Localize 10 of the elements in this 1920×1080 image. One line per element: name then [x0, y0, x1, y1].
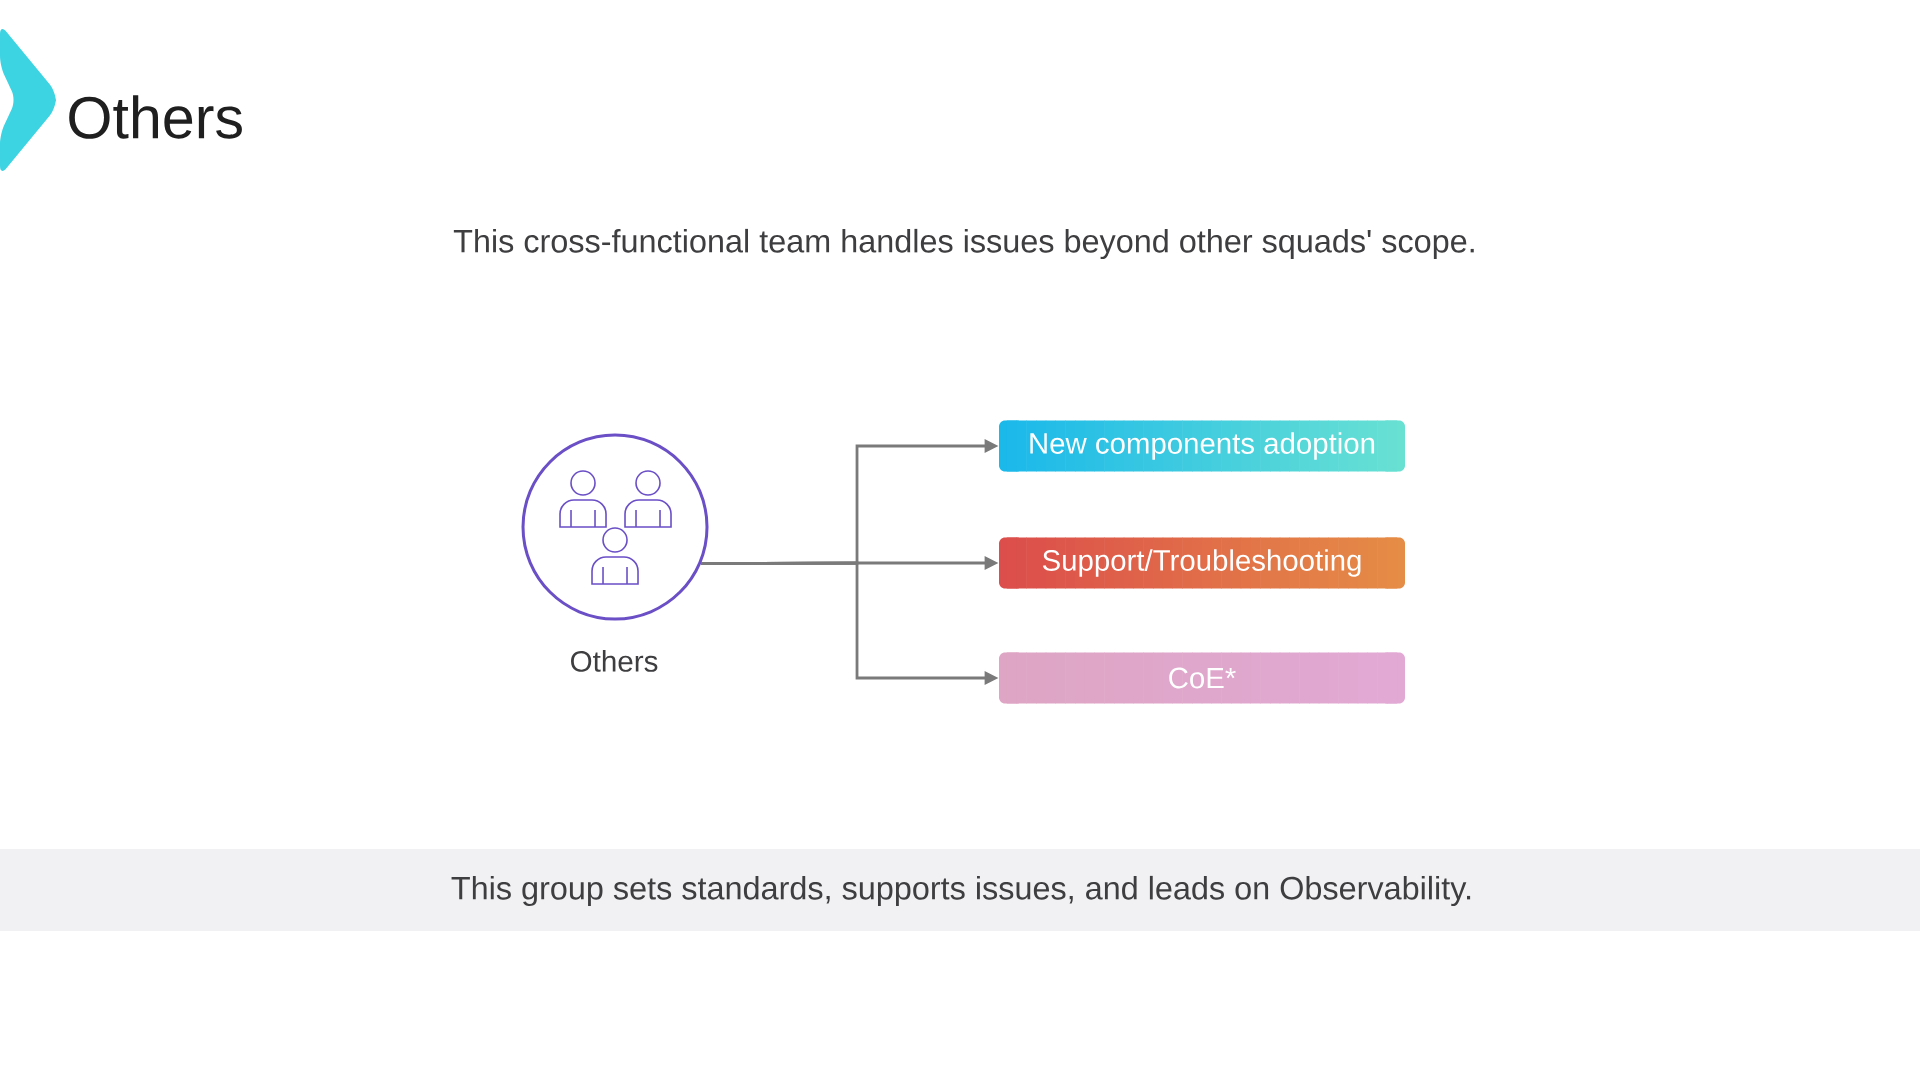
- responsibility-box: CoE*: [999, 652, 1405, 704]
- node-label: CoE*: [1169, 667, 1236, 689]
- node-label: New components adoption: [1030, 432, 1375, 460]
- node-label: Support/Troubleshooting: [1042, 549, 1361, 577]
- responsibility-box: New components adoption: [999, 420, 1405, 472]
- circle-caption: Others: [571, 650, 658, 672]
- note-banner: This group sets standards, supports issues, and leads on Observability.: [0, 849, 1920, 931]
- subtitle: This cross-functional team handles issues beyond other squads' scope.: [453, 228, 1474, 260]
- responsibility-box: Support/Troubleshooting: [999, 537, 1405, 589]
- slide-title: Others: [69, 95, 242, 139]
